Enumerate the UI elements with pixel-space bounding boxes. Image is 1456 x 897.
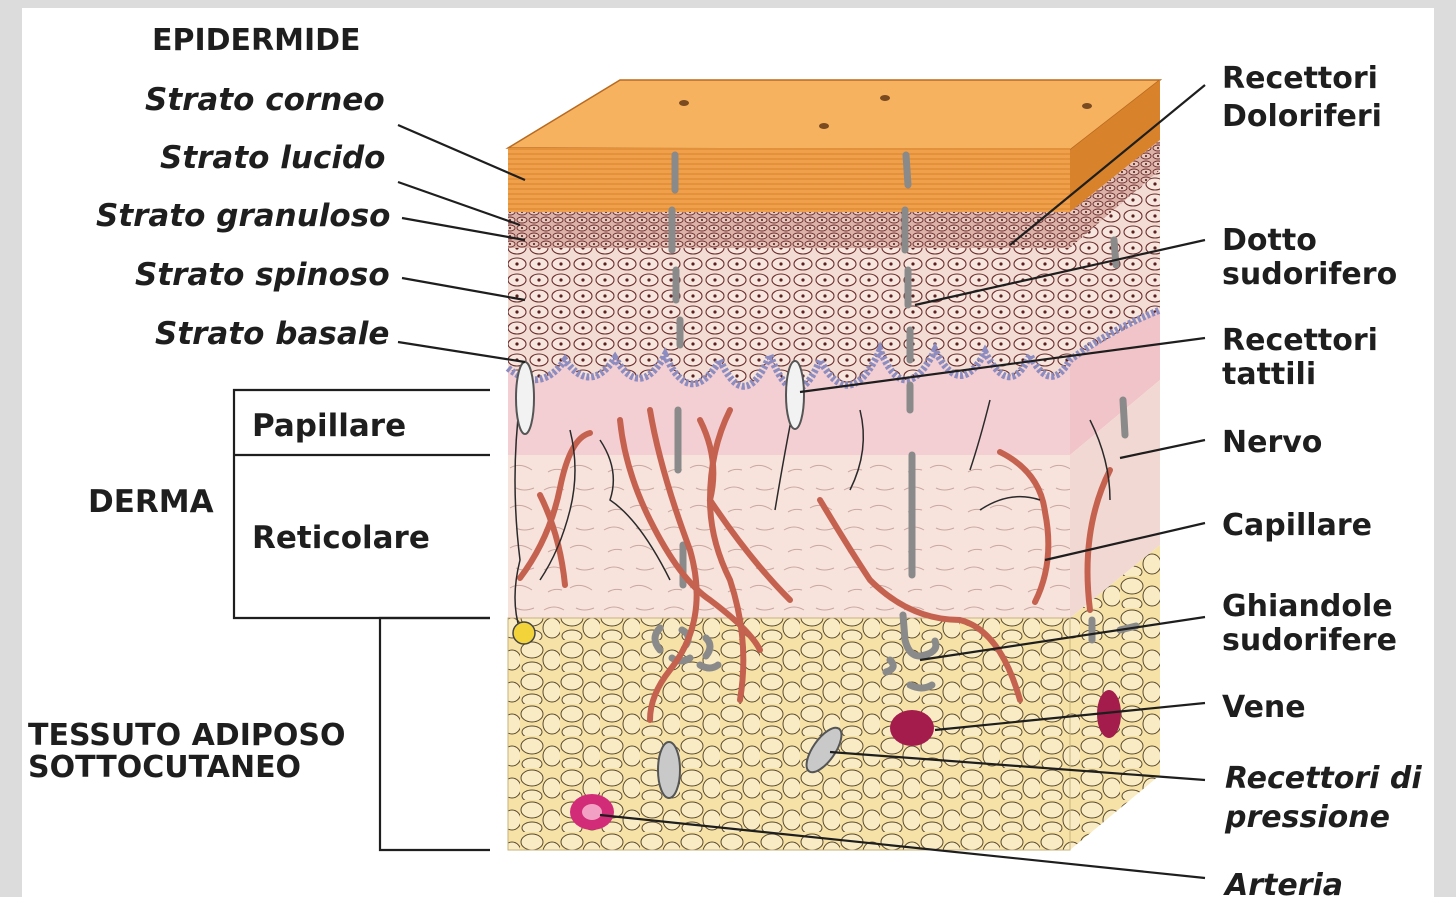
label-ghiandole-1: Ghiandole [1222, 589, 1393, 624]
label-strato-spinoso: Strato spinoso [135, 257, 390, 293]
recettore-tattile [786, 361, 804, 429]
recettore-tattile [516, 362, 534, 434]
label-reticolare: Reticolare [252, 520, 430, 556]
strato-granuloso-layer [508, 212, 1070, 248]
label-ghiandole-2: sudorifere [1222, 623, 1397, 658]
diagram-frame: EPIDERMIDE Strato corneo Strato lucido S… [22, 8, 1434, 897]
label-capillare: Capillare [1222, 508, 1372, 543]
label-epidermide: EPIDERMIDE [152, 23, 361, 58]
label-recettori-pressione-2: pressione [1224, 800, 1390, 835]
label-tessuto-1: TESSUTO ADIPOSO [28, 718, 345, 753]
terminazione-nervosa [513, 622, 535, 644]
label-strato-basale: Strato basale [155, 316, 389, 352]
label-recettori-tattili-2: tattili [1222, 357, 1316, 392]
strato-corneo-layer [508, 148, 1070, 212]
derma-reticolare-layer [508, 455, 1070, 618]
pore [819, 123, 829, 129]
pore [679, 100, 689, 106]
label-recettori-doloriferi-2: Doloriferi [1222, 99, 1382, 134]
label-recettori-tattili-1: Recettori [1222, 323, 1378, 358]
corneo-top-face [508, 80, 1160, 150]
label-strato-corneo: Strato corneo [145, 82, 385, 118]
arteria-lumen [582, 804, 602, 820]
label-tessuto-2: SOTTOCUTANEO [28, 750, 301, 785]
label-vene: Vene [1222, 690, 1306, 725]
label-strato-granuloso: Strato granuloso [96, 198, 390, 234]
label-nervo: Nervo [1222, 425, 1322, 460]
label-dotto-1: Dotto [1222, 223, 1317, 258]
vena [890, 710, 934, 746]
label-papillare: Papillare [252, 408, 406, 444]
label-dotto-2: sudorifero [1222, 257, 1397, 292]
label-recettori-doloriferi-1: Recettori [1222, 61, 1378, 96]
label-arteria: Arteria [1223, 868, 1343, 897]
tessuto-bracket [380, 618, 490, 850]
pore [880, 95, 890, 101]
label-recettori-pressione-1: Recettori di [1225, 761, 1422, 796]
skin-diagram: EPIDERMIDE Strato corneo Strato lucido S… [22, 8, 1434, 897]
label-derma: DERMA [88, 484, 214, 520]
recettore-pressione [658, 742, 680, 798]
pore [1082, 103, 1092, 109]
label-strato-lucido: Strato lucido [160, 140, 385, 176]
